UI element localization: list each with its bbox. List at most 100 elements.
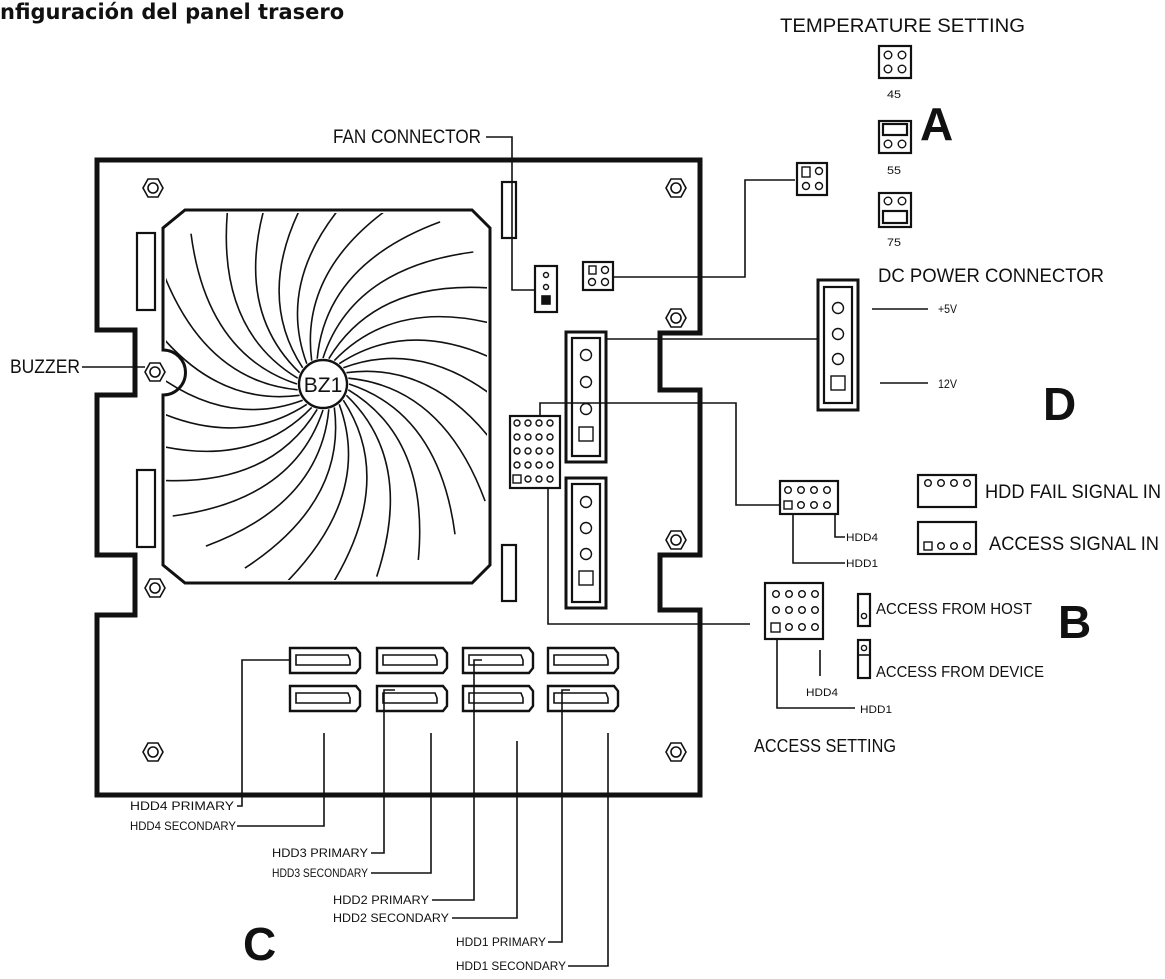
access-from-device-label: ACCESS FROM DEVICE bbox=[876, 664, 1044, 681]
fan-blade bbox=[254, 213, 301, 374]
sata-connectors bbox=[288, 646, 620, 713]
sata-connector-icon bbox=[461, 684, 535, 713]
access-from-host-label: ACCESS FROM HOST bbox=[876, 601, 1032, 618]
access-hdd4-label: HDD4 bbox=[806, 687, 838, 699]
temp-jumper-detail bbox=[795, 161, 829, 197]
mounting-hole-icon bbox=[665, 530, 687, 550]
mounting-hole-icon bbox=[144, 362, 166, 382]
fan-blade bbox=[205, 409, 330, 547]
fan-blade bbox=[166, 266, 298, 391]
header-pin bbox=[535, 475, 543, 483]
buzzer-label: BUZZER bbox=[10, 357, 80, 378]
power-connector bbox=[564, 330, 608, 464]
section-letter-d: D bbox=[1043, 378, 1076, 430]
page-title: nfiguración del panel trasero bbox=[0, 0, 345, 24]
hdd4-secondary-label: HDD4 SECONDARY bbox=[130, 819, 236, 833]
sata-connector-icon bbox=[288, 684, 362, 713]
mounting-hole-icon bbox=[142, 742, 164, 762]
mounting-hole-icon bbox=[144, 578, 166, 598]
hdd1-leader bbox=[792, 514, 845, 564]
edge-slot bbox=[135, 468, 157, 549]
fan-blade bbox=[309, 213, 402, 361]
header-pin bbox=[546, 447, 554, 455]
sata-leaders bbox=[237, 659, 609, 967]
header-pin bbox=[513, 419, 521, 427]
mounting-hole-icon bbox=[665, 178, 687, 198]
access-hdd1-label: HDD1 bbox=[860, 704, 892, 716]
access-signal-legend-header bbox=[916, 520, 978, 556]
fan-blade bbox=[172, 409, 324, 517]
header-pin bbox=[524, 475, 532, 483]
mounting-hole-icon bbox=[665, 308, 687, 328]
fan-blade bbox=[348, 377, 486, 502]
fan-blade bbox=[348, 383, 456, 535]
12v-label: 12V bbox=[938, 377, 957, 391]
header-pin bbox=[513, 461, 521, 469]
temp-value-45: 45 bbox=[887, 89, 901, 101]
hdd-signal-header-detail bbox=[778, 479, 840, 516]
section-letter-a: A bbox=[920, 98, 953, 150]
access-leader bbox=[547, 488, 750, 625]
header-pin bbox=[546, 419, 554, 427]
fan-blade bbox=[166, 408, 318, 482]
header-pin bbox=[535, 461, 543, 469]
hdd4-primary-label: HDD4 PRIMARY bbox=[130, 799, 234, 813]
header-pin bbox=[524, 447, 532, 455]
sata-connector-icon bbox=[546, 646, 620, 675]
signal-header bbox=[508, 414, 562, 490]
fan-blade bbox=[225, 213, 299, 379]
sata-connector-icon bbox=[375, 684, 449, 713]
header-pin bbox=[512, 474, 522, 484]
mounting-holes bbox=[142, 178, 687, 762]
dc-power-connector-detail bbox=[816, 278, 860, 412]
access-device-jumper-icon bbox=[856, 638, 872, 680]
plus5v-label: +5V bbox=[938, 302, 957, 316]
temp-value-75: 75 bbox=[887, 237, 901, 249]
fan-blade bbox=[328, 286, 487, 360]
header-pin bbox=[546, 475, 554, 483]
sata-connector-icon bbox=[461, 646, 535, 675]
hdd2-secondary-label: HDD2 SECONDARY bbox=[333, 911, 449, 925]
fan-blade bbox=[166, 406, 313, 453]
board-outline bbox=[94, 157, 703, 798]
fan-blade bbox=[278, 213, 315, 369]
header-pin bbox=[524, 433, 532, 441]
fan-blade bbox=[190, 233, 298, 385]
mounting-hole-icon bbox=[665, 742, 687, 762]
sata-connector-icon bbox=[546, 684, 620, 713]
hdd1-primary-label: HDD1 PRIMARY bbox=[456, 935, 546, 949]
power-connector bbox=[564, 476, 608, 610]
edge-slot bbox=[135, 231, 157, 312]
fan-blade bbox=[333, 315, 487, 362]
access-setting-header bbox=[763, 581, 825, 641]
fan-blade bbox=[287, 404, 350, 580]
hdd3-primary-label: HDD3 PRIMARY bbox=[272, 846, 368, 860]
hdd1-secondary-label: HDD1 SECONDARY bbox=[456, 959, 566, 973]
hdd1-signal-label: HDD1 bbox=[846, 558, 878, 570]
fan-blade bbox=[166, 305, 300, 398]
fan-connector-leader bbox=[486, 136, 535, 291]
fan-blade bbox=[347, 389, 421, 560]
access-host-jumper-icon bbox=[856, 592, 872, 628]
fan-blade bbox=[244, 407, 337, 569]
hdd2-primary-label: HDD2 PRIMARY bbox=[333, 893, 429, 907]
jumper-leader bbox=[613, 179, 795, 278]
fan-connector bbox=[533, 264, 559, 314]
hdd-fail-legend-header bbox=[916, 473, 978, 509]
temp-jumper-55 bbox=[877, 119, 913, 155]
sata-connector-icon bbox=[375, 646, 449, 675]
header-pin bbox=[546, 461, 554, 469]
hdd4-leader bbox=[834, 514, 845, 538]
hdd4-signal-label: HDD4 bbox=[846, 532, 878, 544]
hdd-fail-signal-label: HDD FAIL SIGNAL IN bbox=[985, 482, 1161, 503]
section-letter-b: B bbox=[1058, 596, 1091, 648]
hdd-signal-leader bbox=[539, 402, 780, 506]
buzzer-id-label: BZ1 bbox=[304, 374, 343, 397]
fan-blade bbox=[345, 394, 392, 577]
fan-blade bbox=[166, 392, 308, 429]
fan-blade bbox=[338, 339, 487, 376]
header-pin bbox=[513, 447, 521, 455]
header-pin bbox=[524, 419, 532, 427]
